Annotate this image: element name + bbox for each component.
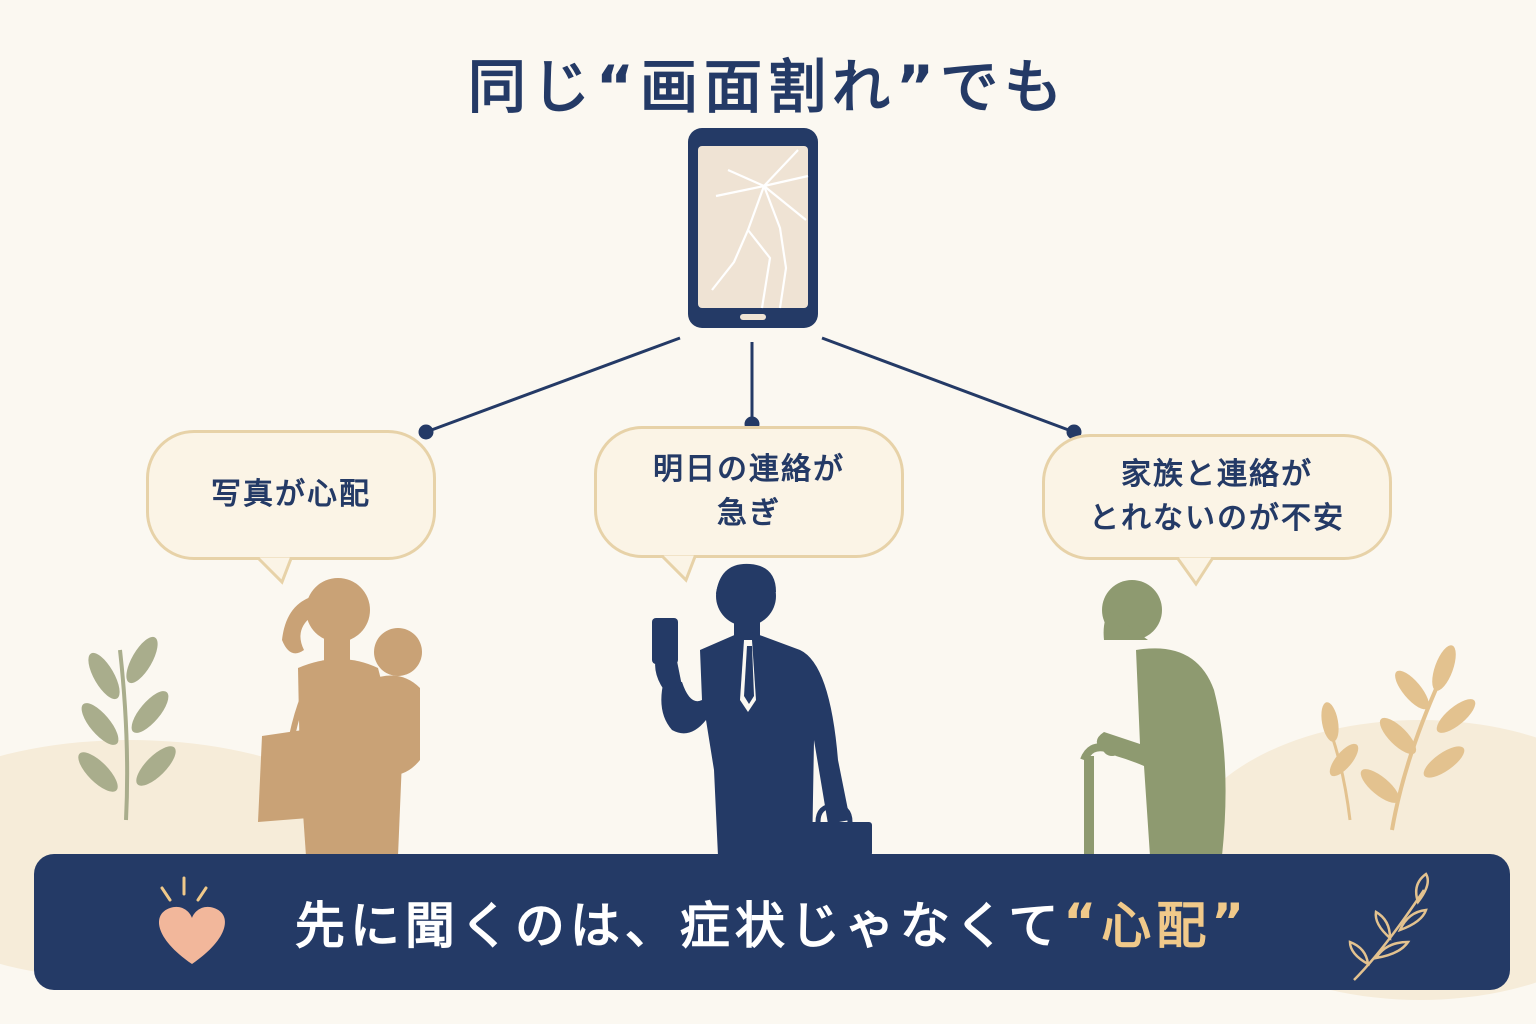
elderly-silhouette (1080, 580, 1226, 856)
right-leaf-sprig-icon (1321, 645, 1476, 831)
connector-dot-left (418, 424, 434, 440)
bubble-text-businessman: 明日の連絡が 急ぎ (653, 452, 845, 531)
sparkle-icon (160, 876, 208, 902)
connector-left (425, 336, 681, 434)
connector-lines (418, 336, 1082, 440)
speech-bubble-elderly: 家族と連絡が とれないのが不安 (1042, 434, 1392, 560)
connector-right (821, 336, 1075, 434)
mother-silhouette (258, 578, 422, 856)
left-leaf-sprig-icon (78, 636, 176, 821)
speech-bubble-businessman: 明日の連絡が 急ぎ (594, 426, 904, 558)
banner-quote-open: “ (1063, 893, 1102, 951)
banner-decorations (159, 872, 1429, 981)
banner-emphasis: 心配 (1101, 897, 1212, 955)
businessman-silhouette (652, 563, 872, 856)
broken-phone-icon (688, 128, 818, 328)
page-title: 同じ“画面割れ”でも (467, 53, 1069, 121)
speech-bubble-mother: 写真が心配 (146, 430, 436, 560)
bubble-text-elderly: 家族と連絡が とれないのが不安 (1089, 457, 1345, 536)
bubble-text-mother: 写真が心配 (211, 477, 371, 512)
banner-message: 先に聞くのは、症状じゃなくて“心配” (34, 854, 1510, 990)
message-banner: 先に聞くのは、症状じゃなくて“心配” (34, 854, 1510, 990)
heart-icon (159, 906, 225, 964)
banner-leaf-sprig-icon (1348, 872, 1429, 981)
banner-lead: 先に聞くのは、症状じゃなくて (294, 897, 1064, 955)
banner-quote-close: ” (1211, 893, 1250, 951)
